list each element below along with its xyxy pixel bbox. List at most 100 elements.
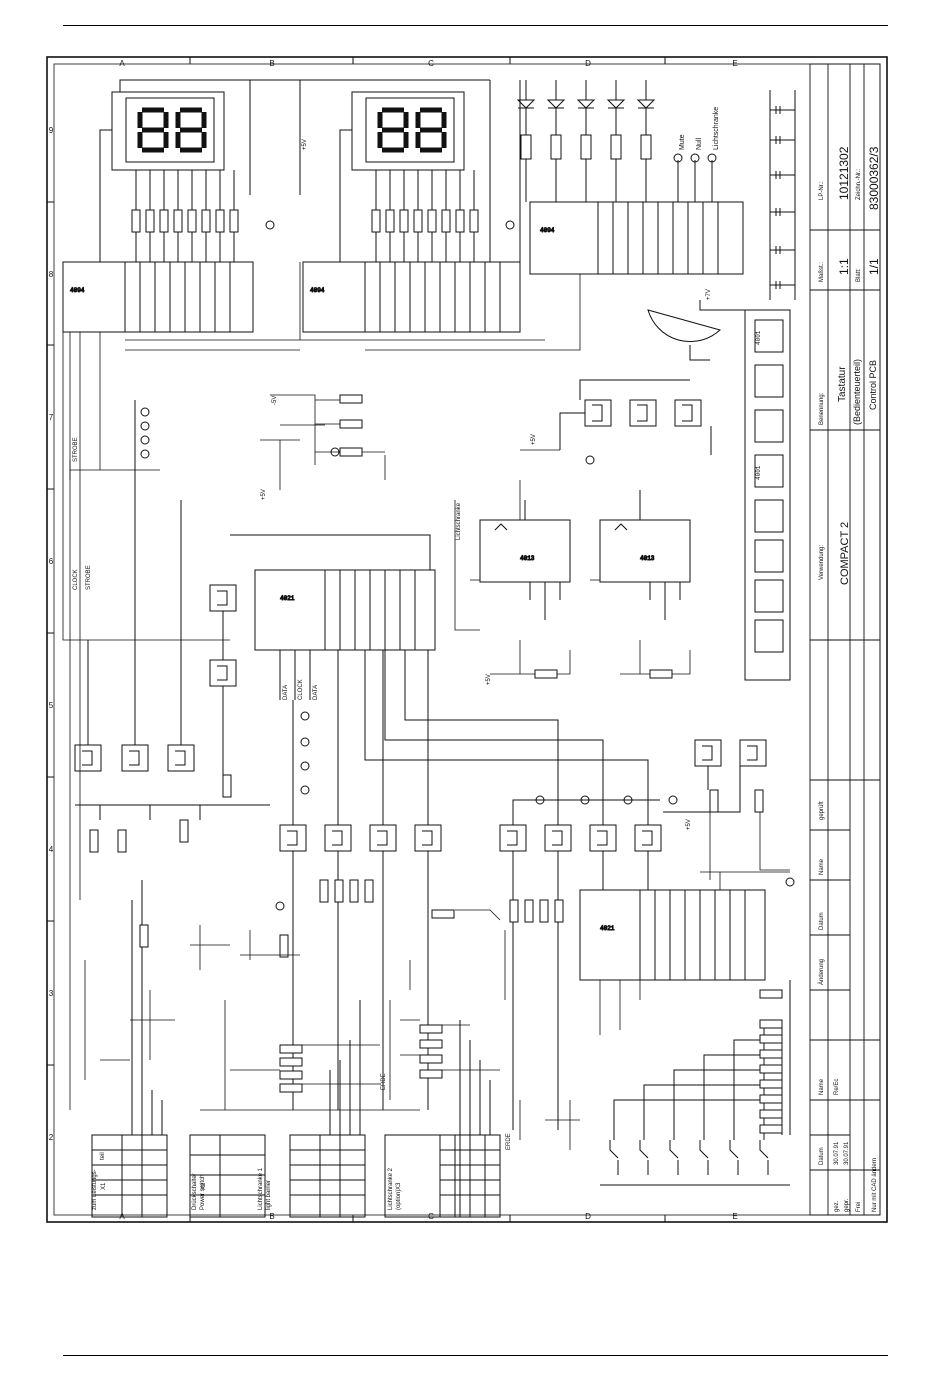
- checked-date: 30.07.91: [844, 1141, 850, 1165]
- label-minus-5v: -5V: [272, 396, 278, 405]
- x1-caption: Drückschalter: [192, 1173, 198, 1210]
- top-rule: [63, 25, 888, 26]
- switch-icon: [669, 1140, 679, 1175]
- column-numbers: 9 8 7 6 5 4 3 2: [49, 126, 54, 1142]
- zone-e-top: E: [732, 59, 737, 68]
- zone-letters-top: A B C D E: [119, 59, 737, 68]
- scale-value: 1:1: [837, 258, 851, 275]
- column-8: 8: [49, 270, 54, 279]
- column-2: 2: [49, 1133, 54, 1142]
- label-data-2: DATA: [313, 685, 319, 700]
- x1-sub: Power switch: [200, 1175, 206, 1210]
- zone-d-top: D: [585, 59, 591, 68]
- name-label-col: Name: [819, 858, 825, 875]
- led-row: [516, 80, 717, 202]
- checked-label: gepr.: [844, 1198, 850, 1212]
- ic-4021-label-2: 4021: [600, 925, 615, 932]
- bus-x2-label: X2: [201, 1182, 207, 1190]
- driver-ic-right: 4094: [302, 261, 521, 333]
- decoupling-capacitors: [769, 90, 796, 300]
- zone-e-bottom: E: [732, 1212, 737, 1221]
- column-3: 3: [49, 989, 54, 998]
- sheet-frame: [46, 56, 888, 1223]
- test-points: [140, 220, 795, 911]
- led-icon: [636, 80, 656, 135]
- label-plus-5v-c: +5V: [531, 434, 537, 445]
- zone-a-top: A: [119, 59, 125, 68]
- label-plus-5v-e: +5V: [686, 819, 692, 830]
- label-strobe: STROBE: [73, 437, 79, 462]
- bus-x1-label: X1: [101, 1182, 107, 1190]
- title-de-sub: (Bedienteuerteil): [852, 359, 862, 425]
- segment-resistors: [99, 79, 521, 262]
- date-label: Datum: [819, 1147, 825, 1165]
- free-label: Frei: [856, 1202, 862, 1212]
- flipflop-ic-2: 4013: [599, 490, 691, 620]
- display-left: [111, 91, 225, 171]
- sheet-label: Blatt:: [856, 268, 862, 282]
- label-erde-2: ERDE: [506, 1133, 512, 1150]
- column-5: 5: [49, 701, 54, 710]
- display-right: [351, 91, 465, 171]
- title-block: [809, 63, 881, 1216]
- speaker-icon: [647, 309, 722, 361]
- gate-strip-right: [699, 300, 791, 681]
- led-icon: [546, 80, 566, 135]
- column-4: 4: [49, 845, 54, 854]
- driver-ic-top-right: 4094: [529, 201, 744, 275]
- date-label-col: Datum: [819, 912, 825, 930]
- label-plus-5v-top: +5V: [302, 139, 308, 150]
- product-name: COMPACT 2: [839, 522, 851, 585]
- zone-c-top: C: [428, 59, 434, 68]
- label-null: Null: [696, 137, 703, 150]
- resistor-banks: [89, 394, 783, 1093]
- bus-x3-label: X3: [396, 1182, 402, 1190]
- ic-4094-label-2: 4094: [310, 287, 325, 294]
- led-icon: [576, 80, 596, 135]
- plug-sub: teil: [100, 1152, 106, 1160]
- wiring: [62, 262, 790, 1150]
- column-9: 9: [49, 126, 54, 135]
- switch-icon: [699, 1140, 709, 1175]
- ic-4094-label-1: 4094: [70, 287, 85, 294]
- zone-b-bottom: B: [269, 1212, 274, 1221]
- connector-x2: [189, 1000, 366, 1218]
- drawing-label: Zeichn.-Nr.:: [856, 169, 862, 200]
- ic-4013-label-1: 4013: [520, 555, 535, 562]
- lp-label: LP-Nr.:: [819, 181, 825, 200]
- flipflop-ic-1: 4013: [479, 500, 571, 620]
- zone-b-top: B: [269, 59, 274, 68]
- label-lichtschranke: Lichtschranke: [713, 107, 720, 150]
- x2-caption: Lichtschranke 1: [258, 1167, 264, 1210]
- column-7: 7: [49, 413, 54, 422]
- key-switches: [600, 980, 791, 1186]
- cad-note: Nur mit CAD ändern: [872, 1158, 878, 1212]
- led-icon: [606, 80, 626, 135]
- description-label: Benennung:: [819, 392, 825, 425]
- led-icon: [516, 80, 536, 135]
- label-clock: CLOCK: [73, 569, 79, 590]
- label-strobe-2: STROBE: [86, 565, 92, 590]
- plug-caption: zum Leistungs-: [92, 1169, 98, 1210]
- seven-segment-display-icon: [137, 107, 207, 153]
- switch-icon: [759, 1140, 769, 1175]
- label-clock-2: CLOCK: [298, 679, 304, 700]
- connector-x3: [384, 1020, 501, 1218]
- x2-sub: light barrier: [266, 1180, 272, 1210]
- scale-label: Maßst.:: [819, 262, 825, 282]
- net-labels: STROBE CLOCK STROBE DATA CLOCK DATA Lich…: [73, 289, 762, 1210]
- bottom-rule: [63, 1355, 888, 1356]
- switch-icon: [609, 1140, 619, 1175]
- drawn-date: 30.07.91: [834, 1141, 840, 1165]
- change-label-col: Änderung: [818, 959, 825, 985]
- gate-blocks-middle: [74, 400, 767, 1130]
- ic-4001-label-1: 4001: [755, 330, 762, 345]
- column-6: 6: [49, 557, 54, 566]
- seven-segment-display-icon: [377, 107, 447, 153]
- ic-4013-label-2: 4013: [640, 555, 655, 562]
- label-data: DATA: [283, 685, 289, 700]
- input-register-ic-1: 4021: [230, 534, 436, 700]
- switch-icon: [729, 1140, 739, 1175]
- input-register-ic-2: 4021: [579, 889, 766, 981]
